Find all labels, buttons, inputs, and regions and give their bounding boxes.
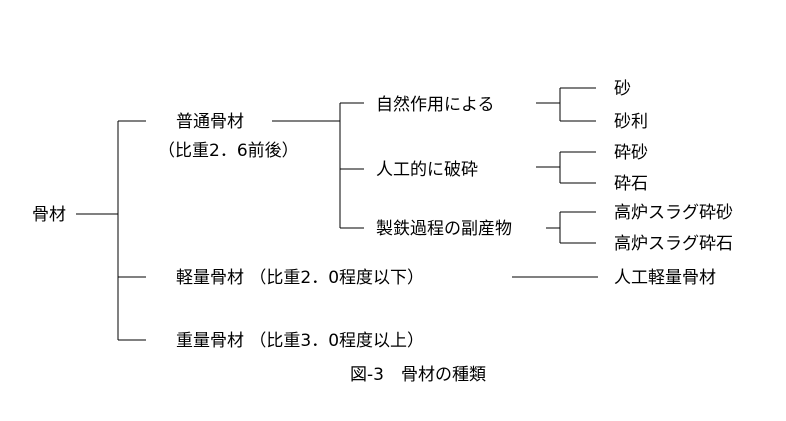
byproduct-origin-label: 製鉄過程の副産物 [376, 219, 512, 239]
normal-aggregate-label: 普通骨材 [176, 112, 244, 132]
leaf-crushed-stone: 砕石 [614, 174, 648, 194]
leaf-crushed-sand: 砕砂 [614, 143, 648, 163]
leaf-sand: 砂 [614, 79, 631, 99]
leaf-gravel: 砂利 [614, 112, 648, 132]
crushed-origin-label: 人工的に破砕 [376, 160, 478, 180]
normal-aggregate-density: （比重2．6前後） [158, 141, 299, 161]
lightweight-aggregate-label: 軽量骨材 （比重2．0程度以下） [176, 268, 424, 288]
root-label: 骨材 [32, 205, 66, 225]
leaf-slag-sand: 高炉スラグ砕砂 [614, 203, 733, 223]
leaf-slag-stone: 高炉スラグ砕石 [614, 234, 733, 254]
natural-origin-label: 自然作用による [376, 95, 495, 115]
figure-caption: 図-3 骨材の種類 [350, 365, 486, 385]
leaf-artificial-lightweight: 人工軽量骨材 [614, 268, 716, 288]
heavyweight-aggregate-label: 重量骨材 （比重3．0程度以上） [176, 331, 424, 351]
